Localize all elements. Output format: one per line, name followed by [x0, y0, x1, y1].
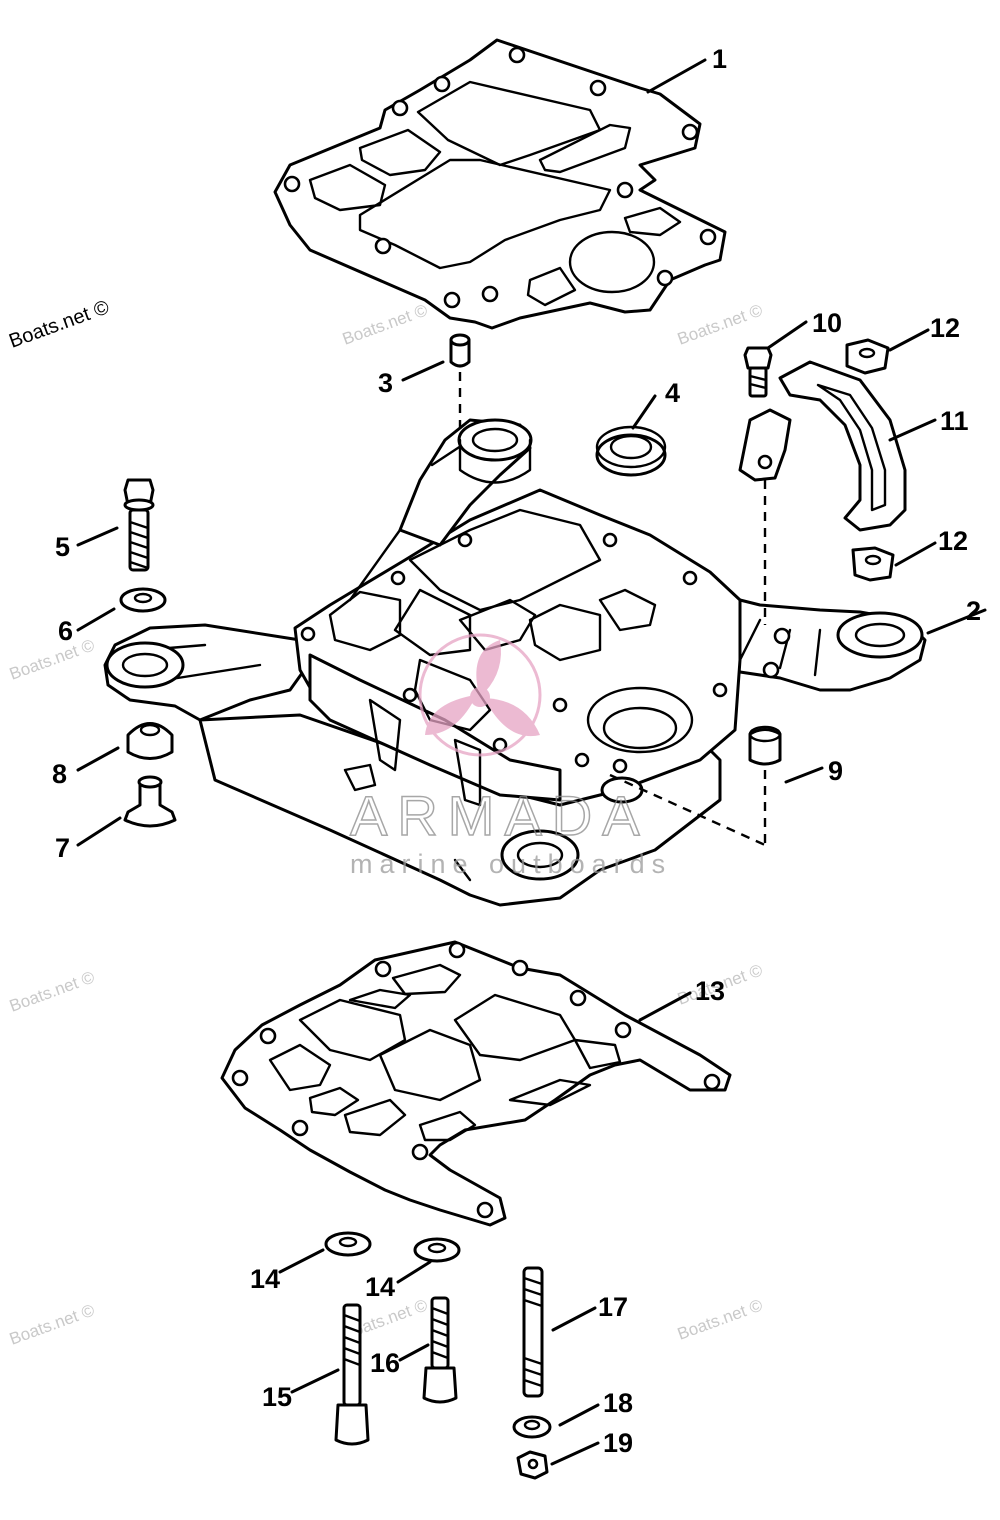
callout-16: 16 [370, 1348, 400, 1378]
part-11-guide-bracket [738, 360, 907, 532]
part-14-washer-left [324, 1231, 372, 1257]
site-watermark: Boats.net © [7, 635, 98, 683]
brand-tagline: marine outboards [350, 849, 672, 879]
site-watermark: Boats.net © [675, 1295, 766, 1343]
callout-14-right: 14 [365, 1272, 395, 1302]
site-watermark: Boats.net © [7, 967, 98, 1015]
callout-19: 19 [603, 1428, 633, 1458]
part-10-bolt [743, 346, 773, 398]
callout-12-lower: 12 [938, 526, 968, 556]
callout-labels: 1 2 3 4 5 6 7 8 9 10 11 12 12 13 14 14 1… [52, 44, 981, 1458]
part-7-sleeve [123, 775, 177, 828]
callout-18: 18 [603, 1388, 633, 1418]
callout-17: 17 [598, 1292, 628, 1322]
part-9-plug [748, 725, 782, 766]
callout-6: 6 [58, 616, 73, 646]
callout-15: 15 [262, 1382, 292, 1412]
callout-2: 2 [966, 596, 981, 626]
part-19-hex-nut [516, 1450, 549, 1480]
callout-13: 13 [695, 976, 725, 1006]
brand-name: ARMADA [350, 784, 650, 847]
leader-lines [76, 58, 987, 1466]
part-12-nut-upper [845, 338, 890, 375]
part-1-upper-gasket [273, 38, 727, 330]
part-18-washer [512, 1415, 552, 1439]
callout-1: 1 [712, 44, 727, 74]
callout-3: 3 [378, 368, 393, 398]
callout-7: 7 [55, 833, 70, 863]
part-17-stud [522, 1266, 544, 1398]
site-watermark: Boats.net © [340, 300, 431, 348]
part-13-lower-gasket [220, 940, 732, 1227]
part-4-seal [595, 425, 667, 477]
brand-watermark: ARMADA marine outboards [349, 633, 672, 879]
callout-8: 8 [52, 759, 67, 789]
part-5-hex-bolt [123, 478, 155, 572]
part-14-washer-right [413, 1237, 461, 1263]
callout-14-left: 14 [250, 1264, 280, 1294]
callout-4: 4 [665, 378, 680, 408]
propeller-logo-icon [418, 633, 542, 757]
part-12-nut-lower [851, 546, 895, 582]
callout-11: 11 [940, 406, 969, 436]
part-6-washer [119, 587, 167, 613]
site-watermark: Boats.net © [7, 1300, 98, 1348]
site-watermark: Boats.net © [675, 300, 766, 348]
part-16-cap-screw [422, 1296, 458, 1404]
callout-9: 9 [828, 756, 843, 786]
site-watermark-main: Boats.net © [6, 296, 112, 353]
callout-5: 5 [55, 532, 70, 562]
part-2-adapter-plate [103, 418, 927, 907]
assembly-lines [458, 372, 767, 847]
part-8-grommet [126, 722, 174, 760]
part-15-cap-screw [334, 1303, 370, 1446]
callout-12-upper: 12 [930, 313, 960, 343]
callout-10: 10 [812, 308, 842, 338]
part-3-dowel-pin [449, 333, 471, 368]
